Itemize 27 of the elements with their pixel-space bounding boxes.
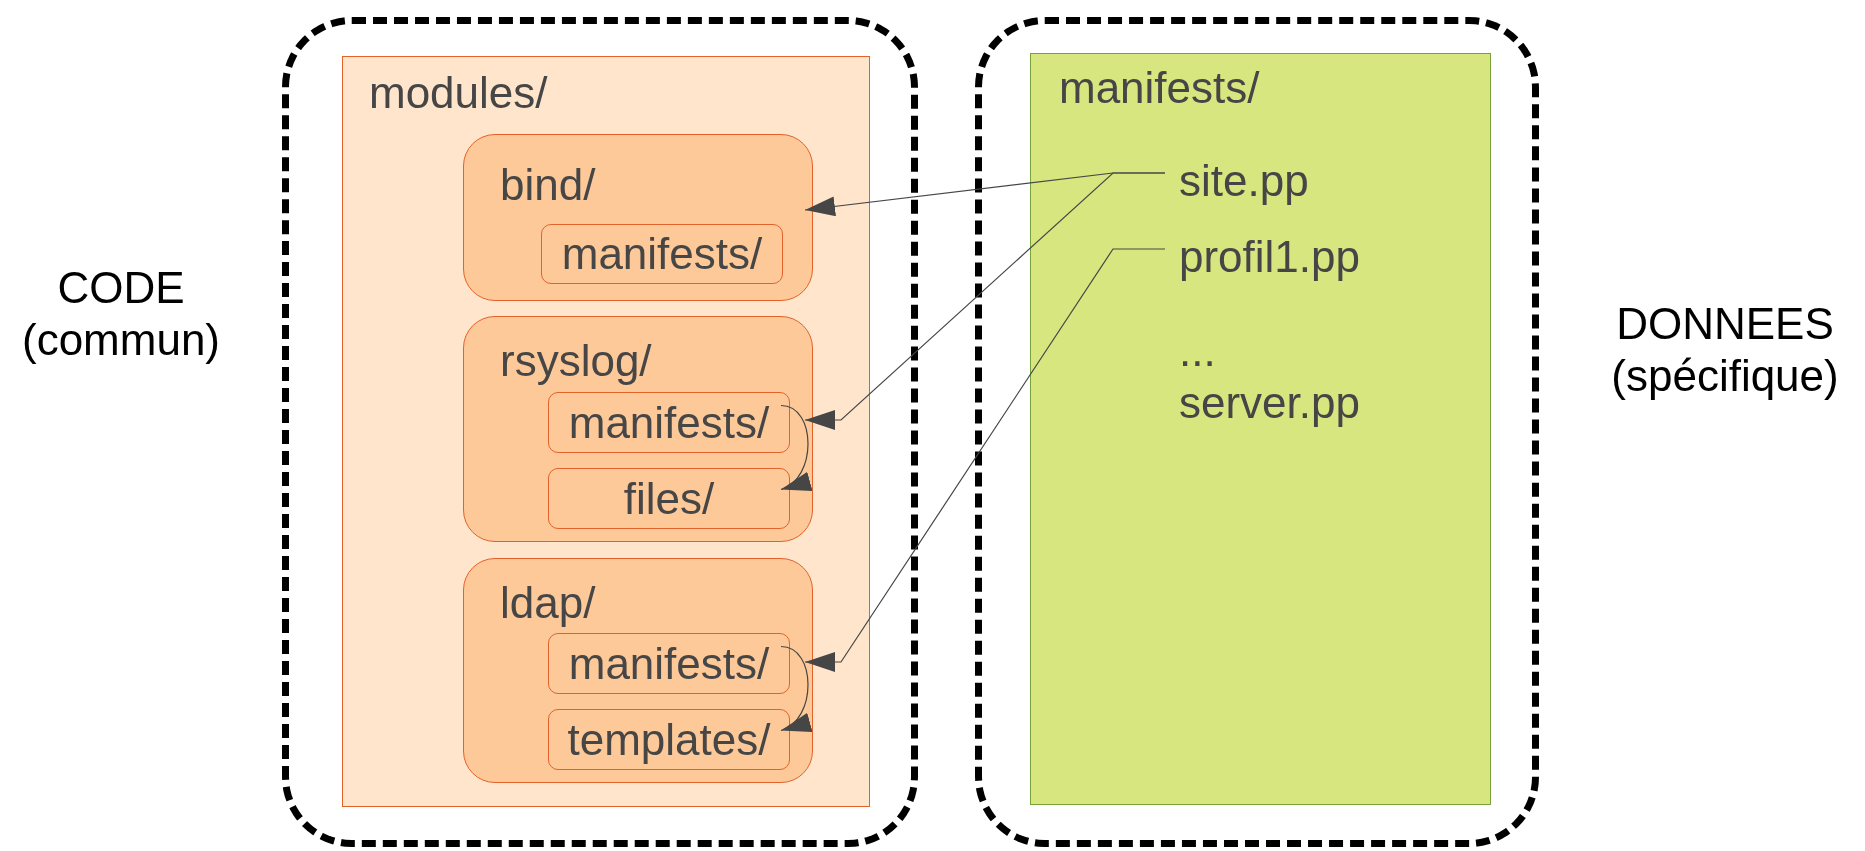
- arrow: [780, 404, 813, 491]
- folder-box: templates/: [548, 709, 790, 770]
- folder-label: modules/: [369, 67, 548, 119]
- folder-box: manifests/: [548, 392, 790, 453]
- folder-box: [463, 558, 813, 783]
- region-caption: DONNEES (spécifique): [1610, 298, 1840, 402]
- file-name: site.pp: [1173, 154, 1403, 208]
- dashed-region: [975, 17, 1539, 847]
- dashed-region: [282, 17, 918, 847]
- folder-panel: [342, 56, 870, 807]
- folder-label: rsyslog/: [500, 335, 652, 387]
- folder-panel: [1030, 53, 1491, 805]
- file-name: server.pp: [1173, 376, 1403, 430]
- folder-box: files/: [548, 468, 790, 529]
- folder-box: [463, 316, 813, 542]
- arrow: [804, 248, 1166, 672]
- arrow: [804, 172, 1166, 430]
- region-caption: CODE (commun): [21, 262, 221, 366]
- file-name: ...: [1173, 326, 1253, 376]
- folder-box: manifests/: [541, 224, 783, 284]
- file-name: profil1.pp: [1173, 230, 1403, 284]
- folder-label: ldap/: [500, 577, 596, 629]
- folder-box: [463, 134, 813, 301]
- arrow: [780, 645, 813, 732]
- folder-box: manifests/: [548, 633, 790, 694]
- folder-label: bind/: [500, 159, 596, 211]
- folder-label: manifests/: [1059, 62, 1260, 114]
